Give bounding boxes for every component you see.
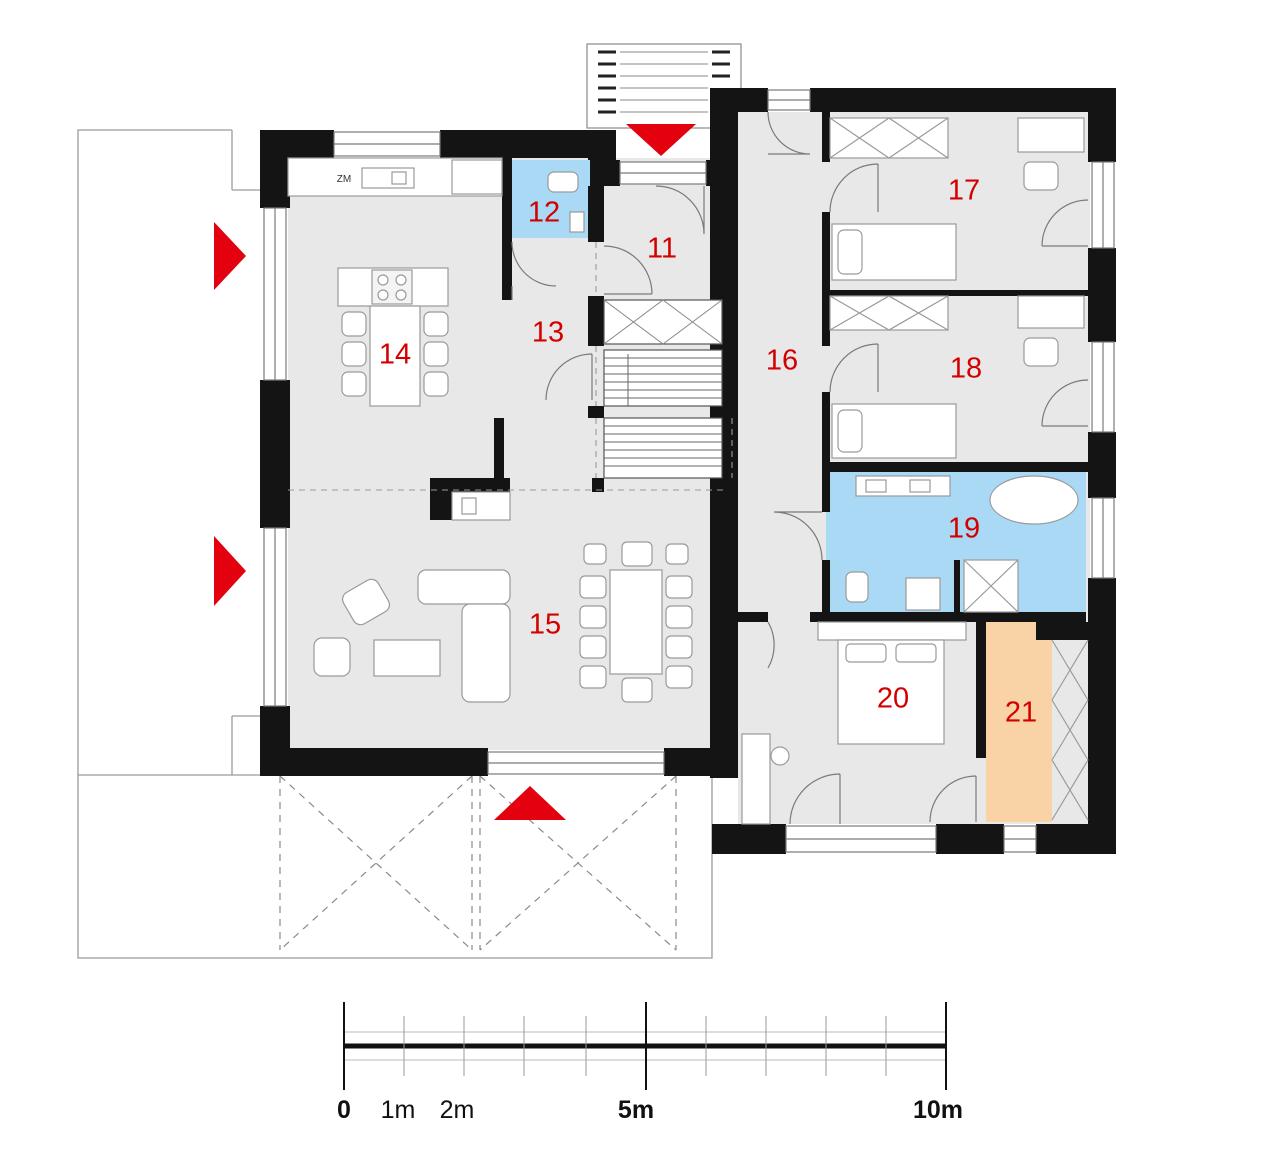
room-label-15: 15 (529, 609, 561, 641)
room-label-19: 19 (948, 513, 980, 545)
floor-storage-21 (986, 622, 1052, 822)
scale-label-0: 0 (337, 1096, 351, 1124)
windows (263, 89, 1115, 853)
arrow-west-lower (214, 536, 246, 606)
room-label-18: 18 (950, 353, 982, 385)
room-labels: 11 12 13 14 15 16 17 18 19 20 21 (379, 175, 1037, 729)
room-label-16: 16 (766, 345, 798, 377)
room-label-20: 20 (877, 683, 909, 715)
room-label-14: 14 (379, 339, 411, 371)
arrow-north-entrance (626, 124, 696, 156)
room-label-17: 17 (948, 175, 980, 207)
door-swings (511, 111, 1089, 825)
opening-lines (288, 242, 733, 491)
carport-dashed-frame (279, 775, 677, 951)
scale-label-2m: 2m (440, 1096, 475, 1124)
fridge-label: ZM (337, 174, 351, 185)
scale-bar: 0 1m 2m 5m 10m (337, 1002, 963, 1124)
walls (260, 88, 1116, 854)
room-label-21: 21 (1005, 697, 1037, 729)
room-label-11: 11 (647, 233, 677, 265)
terrace-outline (77, 129, 713, 959)
scale-label-1m: 1m (381, 1096, 416, 1124)
room-label-13: 13 (532, 317, 564, 349)
floor-wardrobe-21 (1052, 640, 1088, 824)
furniture (287, 117, 1089, 825)
room-label-12: 12 (528, 197, 560, 229)
scale-label-10m: 10m (913, 1096, 963, 1124)
scale-label-5m: 5m (618, 1096, 654, 1124)
staircase (603, 299, 723, 479)
entrance-arrows (214, 124, 696, 820)
arrow-west-upper (214, 222, 246, 290)
arrow-south-terrace (494, 786, 566, 820)
